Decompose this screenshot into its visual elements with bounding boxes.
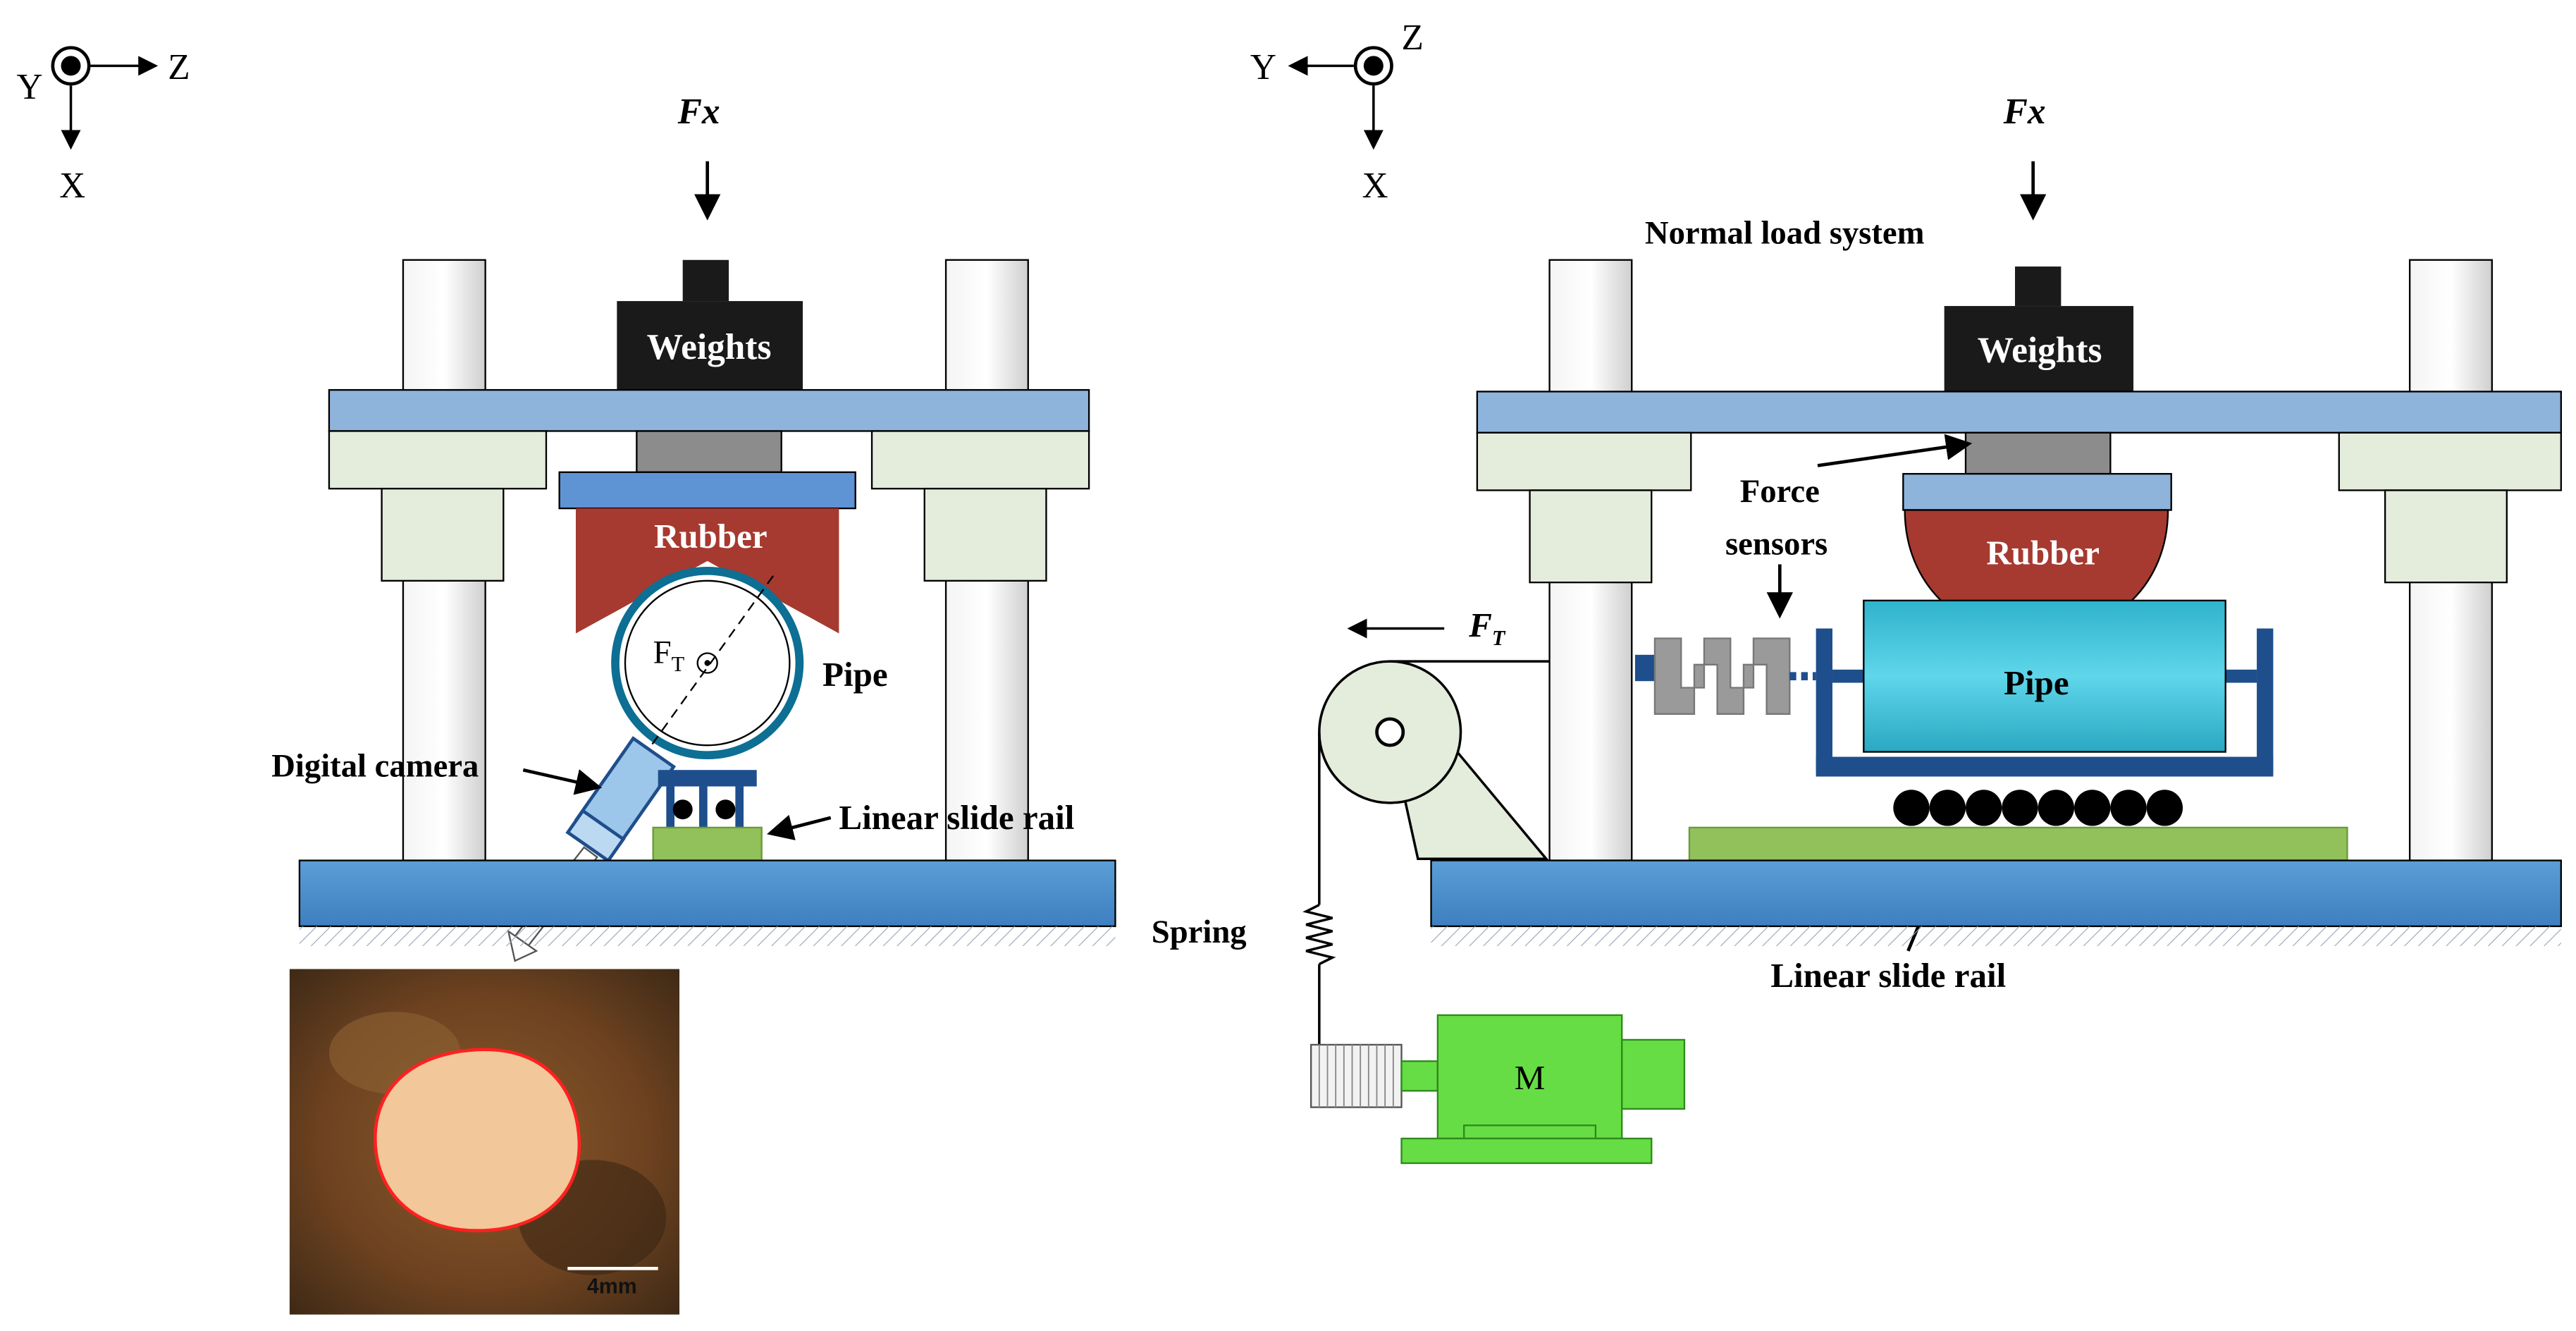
right-diagram: Y Z X Fx Normal load system Weights Forc… (1152, 18, 2562, 1165)
rubber-label: Rubber (654, 517, 768, 556)
force-fx-label: Fx (2003, 92, 2046, 132)
normal-load-label: Normal load system (1645, 214, 1925, 251)
rubber-label: Rubber (1986, 533, 2100, 572)
digital-camera-label: Digital camera (271, 748, 479, 785)
top-plate (328, 388, 1090, 432)
left-diagram: Z Y X Fx Weights Rubber FT Pip (17, 46, 1116, 1315)
top-plate (1476, 391, 2562, 434)
pipe-holder-frame (1816, 628, 2274, 777)
force-sensors-label-2: sensors (1725, 525, 1828, 562)
ground-hatch (299, 926, 1116, 946)
ground-hatch (1431, 926, 2561, 946)
contact-area-photo: 4mm (289, 969, 680, 1315)
scale-label: 4mm (587, 1275, 637, 1298)
linear-slide-rail-label: Linear slide rail (1770, 956, 2006, 995)
motor-label: M (1515, 1058, 1546, 1097)
axis-y-label: Y (1250, 47, 1276, 87)
rubber-block (575, 508, 839, 634)
spring-icon (1302, 903, 1336, 966)
weights-block (617, 301, 803, 392)
ft-label: FT (653, 634, 685, 676)
weights-label: Weights (647, 327, 772, 367)
axis-z-label: Z (1402, 18, 1424, 58)
axis-x-label: X (59, 166, 85, 206)
pipe-label: Pipe (822, 655, 888, 694)
rolling-balls (1893, 790, 2183, 826)
force-sensors-label: Force (1740, 473, 1820, 510)
weights-label: Weights (1978, 330, 2102, 370)
linear-slide-rail (1688, 826, 2348, 861)
left-axes: Z Y X (17, 46, 190, 206)
force-fx-label: Fx (677, 92, 720, 132)
right-axes: Y Z X (1250, 18, 1424, 206)
contact-area-outline (373, 1048, 581, 1232)
spring-label: Spring (1152, 914, 1247, 950)
base-plate (1430, 859, 2562, 928)
base-plate (298, 859, 1116, 928)
pipe-label: Pipe (2004, 663, 2069, 702)
force-sensor-icon (1653, 637, 1791, 716)
weights-block (1944, 306, 2134, 392)
axis-x-label: X (1362, 166, 1388, 206)
ft-label: FT (1468, 606, 1506, 650)
axis-y-label: Y (17, 67, 43, 107)
linear-slide-rail (652, 826, 763, 861)
motor-icon: M (1310, 1014, 1686, 1165)
linear-slide-rail-label: Linear slide rail (839, 798, 1074, 837)
axis-z-label: Z (168, 47, 190, 87)
pipe-body (1863, 599, 2226, 753)
slide-carriage (658, 770, 757, 828)
